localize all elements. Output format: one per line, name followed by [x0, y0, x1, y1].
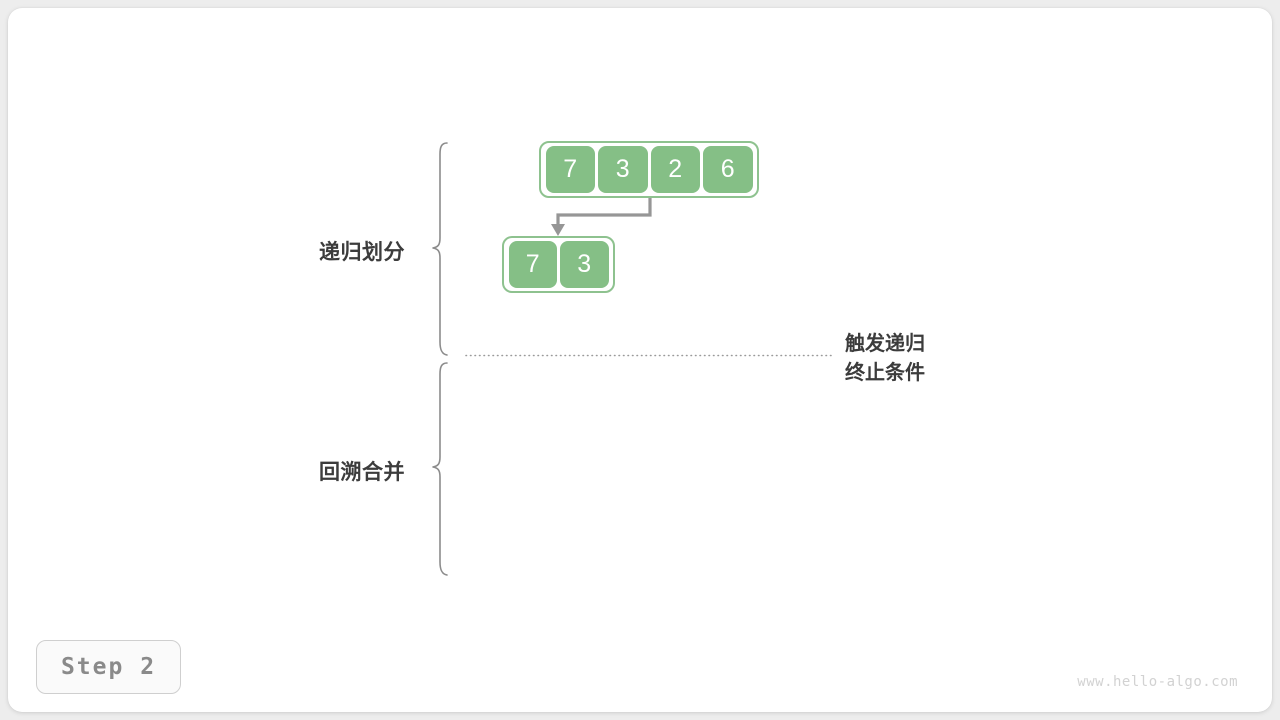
array-cell: 6	[703, 146, 753, 193]
root-array: 7 3 2 6	[539, 141, 759, 198]
stage-label-merge: 回溯合并	[319, 461, 405, 484]
annotation-line-1: 触发递归	[845, 333, 925, 355]
array-cell: 3	[560, 241, 609, 288]
stage-label-divide: 递归划分	[319, 241, 405, 264]
brace-merge	[432, 362, 448, 576]
step-badge: Step 2	[36, 640, 181, 694]
array-cell: 2	[650, 146, 700, 193]
brace-divide	[432, 142, 448, 356]
array-cell: 7	[545, 146, 595, 193]
array-cell: 7	[508, 241, 557, 288]
slide-card	[8, 8, 1272, 712]
annotation-line-2: 终止条件	[845, 362, 925, 384]
watermark: www.hello-algo.com	[1077, 674, 1238, 690]
split-arrow	[556, 198, 652, 226]
split-arrow-head	[551, 224, 565, 236]
array-cell: 3	[598, 146, 648, 193]
left-subarray: 7 3	[502, 236, 615, 293]
recursion-terminate-annotation: 触发递归 终止条件	[845, 330, 925, 388]
